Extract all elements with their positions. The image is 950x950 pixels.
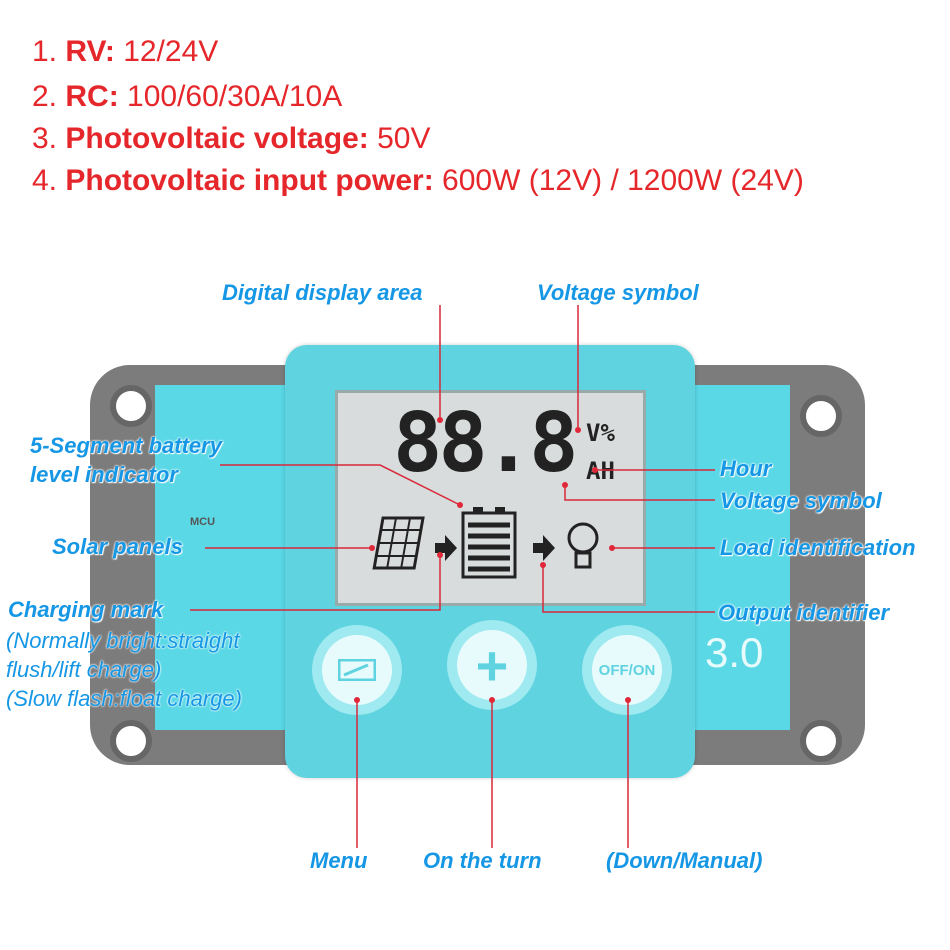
offon-button[interactable]: OFF/ON (582, 625, 672, 715)
lcd-digits: 88.8 (393, 396, 578, 491)
mount-hole (800, 395, 842, 437)
label-on-the-turn: On the turn (423, 848, 542, 873)
charging-note-1: (Normally bright:straight (6, 628, 240, 653)
solar-panel-icon (372, 516, 425, 570)
spec-key: RV: (65, 35, 115, 68)
spec-key: Photovoltaic voltage: (65, 122, 369, 155)
spec-key: Photovoltaic input power: (65, 164, 434, 197)
plus-button[interactable]: + (447, 620, 537, 710)
battery-menu-icon (338, 659, 376, 681)
label-voltage-symbol-right: Voltage symbol (720, 488, 882, 513)
spec-value: 12/24V (123, 35, 219, 68)
charging-note-3: (Slow flash:float charge) (6, 686, 242, 711)
label-digital-display: Digital display area (222, 280, 423, 305)
unit-v-percent: V% (586, 419, 615, 447)
mount-hole (110, 720, 152, 762)
label-output-identifier: Output identifier (718, 600, 890, 625)
spec-number: 3. (32, 122, 58, 155)
battery-icon (461, 507, 517, 579)
mount-hole (110, 385, 152, 427)
label-battery-indicator: 5-Segment battery (30, 433, 222, 458)
spec-pv-voltage: 3. Photovoltaic voltage: 50V (32, 122, 430, 156)
spec-key: RC: (65, 80, 119, 113)
label-solar-panels: Solar panels (52, 534, 183, 559)
spec-value: 50V (377, 122, 431, 155)
spec-value: 100/60/30A/10A (127, 80, 343, 113)
offon-label: OFF/ON (592, 635, 662, 705)
spec-pv-power: 4. Photovoltaic input power: 600W (12V) … (32, 164, 804, 198)
mcu-print: MCU (190, 516, 216, 528)
plus-icon: + (457, 630, 527, 700)
label-charging-mark: Charging mark (8, 597, 164, 622)
label-battery-indicator-2: level indicator (30, 462, 178, 487)
label-menu: Menu (310, 848, 368, 873)
spec-rv: 1. RV: 12/24V (32, 35, 218, 69)
unit-ah: AH (586, 457, 615, 485)
label-load-identification: Load identification (720, 535, 916, 560)
spec-number: 1. (32, 35, 58, 68)
mount-hole (800, 720, 842, 762)
label-hour: Hour (720, 456, 772, 481)
spec-rc: 2. RC: 100/60/30A/10A (32, 80, 342, 114)
arrow-icon (533, 535, 555, 561)
version-print: 3.0 (705, 629, 764, 676)
lcd-icons (372, 507, 599, 579)
charging-note-2: flush/lift charge) (6, 657, 162, 682)
spec-number: 4. (32, 164, 58, 197)
lcd-screen: 88.8 V% AH (335, 390, 646, 606)
spec-value: 600W (12V) / 1200W (24V) (442, 164, 804, 197)
bulb-icon (567, 522, 599, 569)
label-down-manual: (Down/Manual) (606, 848, 763, 873)
spec-number: 2. (32, 80, 58, 113)
label-voltage-symbol-top: Voltage symbol (537, 280, 699, 305)
arrow-icon (435, 535, 457, 561)
